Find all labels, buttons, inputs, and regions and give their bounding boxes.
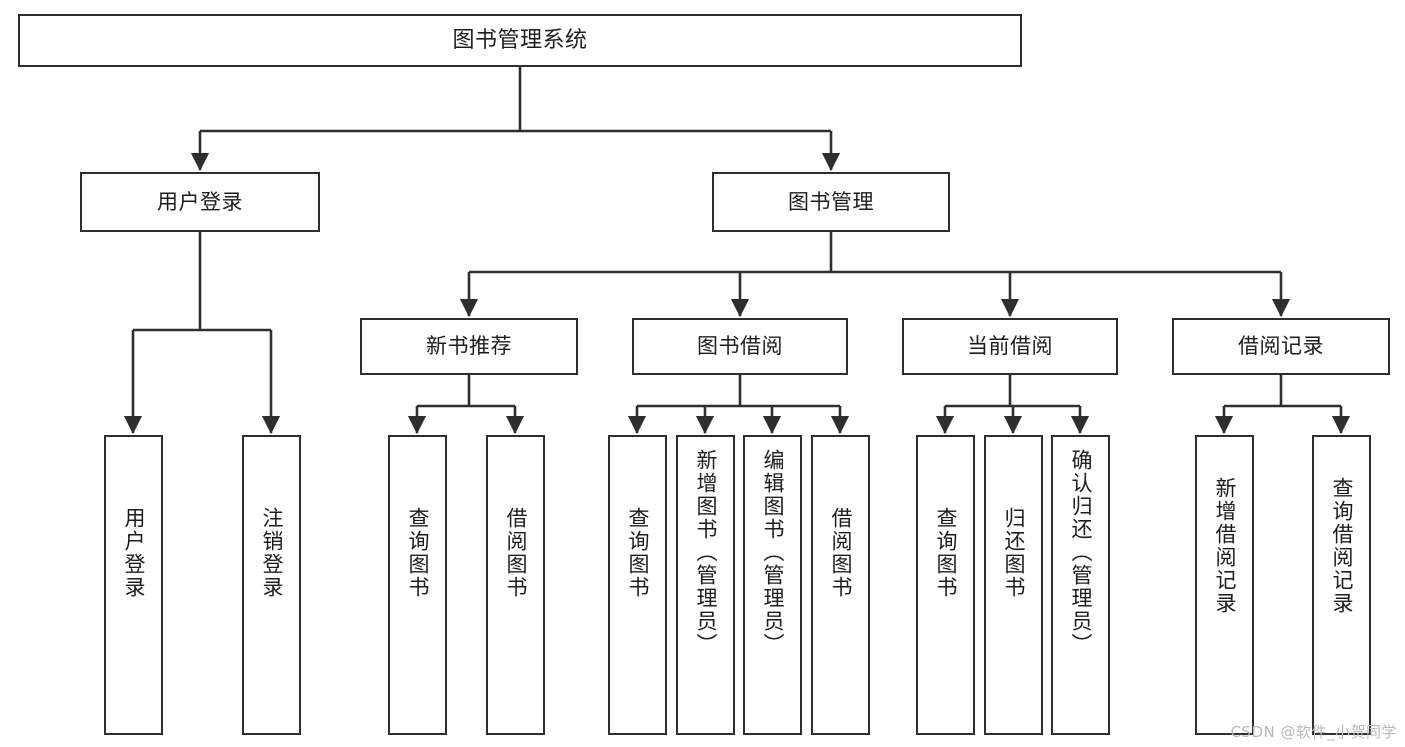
node-leaf-user-login-label: 用户登录 [122,507,146,599]
node-leaf-return-book[interactable]: 归还图书 [984,435,1043,735]
node-root-label: 图书管理系统 [452,27,588,53]
node-root[interactable]: 图书管理系统 [18,14,1022,67]
node-leaf-query-record-label: 查询借阅记录 [1330,477,1354,615]
node-book-manage[interactable]: 图书管理 [712,172,950,232]
node-leaf-user-login[interactable]: 用户登录 [104,435,163,735]
node-new-book-recommend[interactable]: 新书推荐 [360,318,578,375]
node-new-book-recommend-label: 新书推荐 [426,334,512,359]
node-borrow-record[interactable]: 借阅记录 [1172,318,1390,375]
node-leaf-confirm-return-label: 确认归还（管理员） [1069,449,1093,656]
node-leaf-query-book-2-label: 查询图书 [626,507,650,599]
node-leaf-add-book-label: 新增图书（管理员） [694,449,718,656]
node-leaf-query-book-1-label: 查询图书 [406,507,430,599]
node-leaf-add-record[interactable]: 新增借阅记录 [1195,435,1254,735]
node-book-borrow-label: 图书借阅 [697,334,783,359]
node-leaf-query-book-3[interactable]: 查询图书 [916,435,975,735]
node-leaf-add-book[interactable]: 新增图书（管理员） [676,435,735,735]
node-leaf-add-record-label: 新增借阅记录 [1213,477,1237,615]
node-leaf-edit-book-label: 编辑图书（管理员） [761,449,785,656]
node-leaf-edit-book[interactable]: 编辑图书（管理员） [743,435,802,735]
node-leaf-logout-label: 注销登录 [260,507,284,599]
node-current-borrow[interactable]: 当前借阅 [902,318,1118,375]
node-leaf-query-book-3-label: 查询图书 [934,507,958,599]
node-leaf-query-book-1[interactable]: 查询图书 [388,435,447,735]
node-leaf-logout[interactable]: 注销登录 [242,435,301,735]
node-leaf-return-book-label: 归还图书 [1002,507,1026,599]
node-leaf-borrow-book-1-label: 借阅图书 [504,507,528,599]
node-borrow-record-label: 借阅记录 [1238,334,1324,359]
node-book-manage-label: 图书管理 [788,189,874,214]
node-leaf-borrow-book-2[interactable]: 借阅图书 [811,435,870,735]
node-leaf-query-book-2[interactable]: 查询图书 [608,435,667,735]
node-current-borrow-label: 当前借阅 [967,334,1053,359]
node-leaf-borrow-book-1[interactable]: 借阅图书 [486,435,545,735]
node-leaf-borrow-book-2-label: 借阅图书 [829,507,853,599]
node-book-borrow[interactable]: 图书借阅 [632,318,848,375]
node-user-login-label: 用户登录 [157,189,243,214]
node-leaf-confirm-return[interactable]: 确认归还（管理员） [1051,435,1110,735]
node-leaf-query-record[interactable]: 查询借阅记录 [1312,435,1371,735]
node-user-login[interactable]: 用户登录 [80,172,320,232]
